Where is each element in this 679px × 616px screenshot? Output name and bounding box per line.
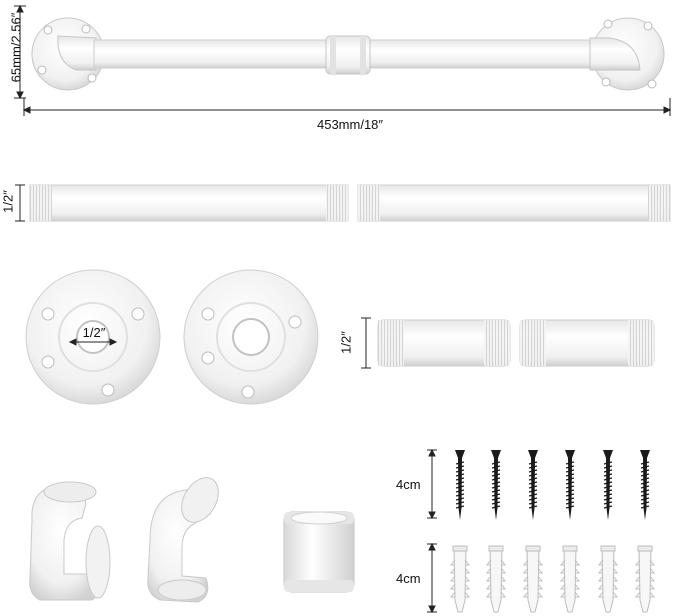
left-flange-assembled	[31, 17, 105, 91]
long-pipe-dimension-line	[15, 184, 25, 222]
screw	[565, 450, 575, 520]
wall-anchor	[559, 545, 581, 613]
wall-anchor	[634, 545, 656, 613]
screw	[603, 450, 613, 520]
assembled-rail	[31, 17, 665, 91]
wall-anchor	[485, 545, 507, 613]
flange-bore-label: 1/2″	[82, 325, 106, 340]
assembly-height-label: 65mm/2.56″	[8, 12, 24, 83]
long-pipe-left	[29, 184, 349, 222]
wall-anchor	[597, 545, 619, 613]
wall-anchor	[522, 545, 544, 613]
right-flange-assembled	[589, 17, 665, 91]
screw	[491, 450, 501, 520]
flange-2	[183, 269, 319, 405]
wall-anchor	[449, 545, 471, 613]
screw-dimension-line	[427, 448, 437, 520]
screw-length-label: 4cm	[396, 477, 421, 492]
anchor-set	[449, 545, 656, 613]
long-pipe-diameter-label: 1/2″	[0, 190, 16, 213]
anchor-dimension-line	[427, 542, 437, 614]
screw	[528, 450, 538, 520]
coupling	[283, 511, 355, 593]
short-nipple-diameter-label: 1/2″	[338, 331, 354, 354]
long-pipe-right	[357, 184, 671, 222]
elbow-2	[147, 477, 219, 603]
screw-set	[455, 450, 650, 520]
short-nipple-1	[377, 319, 511, 367]
screw	[640, 450, 650, 520]
height-dimension-line	[14, 4, 26, 100]
elbow-1	[29, 481, 111, 601]
short-nipple-2	[519, 319, 655, 367]
short-nipple-dimension-line	[361, 317, 371, 369]
assembly-length-label: 453mm/18″	[316, 117, 384, 132]
length-dimension-line	[22, 98, 672, 116]
flange-bore-dimension	[68, 338, 118, 346]
screw	[455, 450, 465, 520]
flange-1	[25, 269, 161, 405]
anchor-length-label: 4cm	[396, 571, 421, 586]
